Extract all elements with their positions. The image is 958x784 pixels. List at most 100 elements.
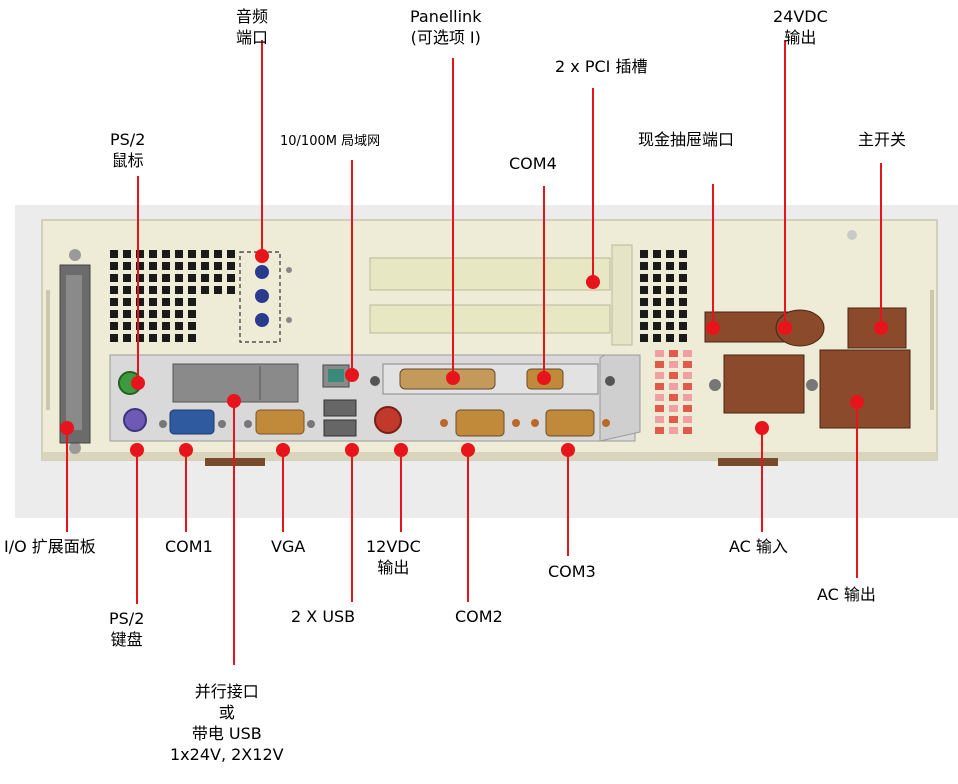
- vent-cell: [175, 250, 183, 258]
- com3-port: [546, 410, 594, 436]
- label-line: 带电 USB: [170, 723, 284, 744]
- label-usb: 2 X USB: [291, 606, 355, 627]
- vent-cell: [175, 262, 183, 270]
- vent-cell: [666, 298, 674, 306]
- callout-dot-pci: [586, 275, 600, 289]
- vent-cell: [640, 334, 648, 342]
- label-com2: COM2: [455, 606, 503, 627]
- audio-jack: [255, 265, 269, 279]
- vent-cell: [110, 274, 118, 282]
- label-line: COM3: [548, 561, 596, 582]
- chassis-bottom-edge: [42, 452, 937, 460]
- vent-cell: [653, 274, 661, 282]
- vent-cell: [123, 298, 131, 306]
- label-line: Panellink: [410, 6, 481, 27]
- label-lan: 10/100M 局域网: [280, 131, 380, 152]
- vent-cell: [669, 361, 678, 368]
- callout-dot-vga: [276, 443, 290, 457]
- vent-cell: [653, 322, 661, 330]
- vent-cell: [149, 286, 157, 294]
- callout-dot-ps2-mouse: [131, 376, 145, 390]
- vent-cell: [669, 405, 678, 412]
- usb-port: [324, 400, 356, 416]
- vent-cell: [149, 250, 157, 258]
- callout-dot-dc24: [778, 321, 792, 335]
- label-com4: COM4: [509, 153, 557, 174]
- vent-cell: [640, 262, 648, 270]
- vent-cell: [655, 427, 664, 434]
- vent-cell: [679, 286, 687, 294]
- screw: [286, 267, 292, 273]
- vent-cell: [175, 298, 183, 306]
- vent-cell: [188, 310, 196, 318]
- vent-cell: [110, 334, 118, 342]
- pci-slot: [370, 258, 610, 290]
- callout-dot-ps2-kb: [130, 443, 144, 457]
- vent-cell: [666, 334, 674, 342]
- vent-cell: [655, 405, 664, 412]
- vent-cell: [188, 262, 196, 270]
- vent-cell: [653, 250, 661, 258]
- vent-cell: [679, 322, 687, 330]
- vent-cell: [679, 334, 687, 342]
- vent-cell: [669, 416, 678, 423]
- label-line: 主开关: [858, 129, 906, 150]
- vent-cell: [214, 250, 222, 258]
- label-line: 音频: [236, 6, 268, 27]
- vent-cell: [227, 274, 235, 282]
- callout-dot-lan: [345, 368, 359, 382]
- vent-cell: [640, 250, 648, 258]
- vent-cell: [683, 350, 692, 357]
- label-line: I/O 扩展面板: [4, 536, 96, 557]
- callout-dot-com3: [561, 443, 575, 457]
- label-com1: COM1: [165, 536, 213, 557]
- label-line: COM1: [165, 536, 213, 557]
- vent-cell: [666, 322, 674, 330]
- callout-dot-com2: [461, 443, 475, 457]
- vent-cell: [162, 310, 170, 318]
- label-line: 24VDC: [773, 6, 828, 27]
- vent-cell: [188, 286, 196, 294]
- io-plate-edge: [600, 355, 640, 441]
- com1-port: [170, 410, 214, 434]
- vent-cell: [188, 334, 196, 342]
- vent-cell: [201, 262, 209, 270]
- vent-cell: [201, 286, 209, 294]
- pci-slot: [370, 305, 610, 333]
- label-pci: 2 x PCI 插槽: [555, 56, 647, 77]
- label-line: PS/2: [110, 129, 145, 150]
- callout-dot-audio: [255, 249, 269, 263]
- vent-cell: [655, 416, 664, 423]
- label-io-panel: I/O 扩展面板: [4, 536, 96, 557]
- callout-dot-ac-in: [755, 421, 769, 435]
- vent-cell: [683, 405, 692, 412]
- label-line: AC 输入: [729, 536, 788, 557]
- vent-cell: [175, 334, 183, 342]
- vent-cell: [188, 274, 196, 282]
- vent-cell: [227, 286, 235, 294]
- label-line: 并行接口: [170, 681, 284, 702]
- usb-port: [324, 420, 356, 436]
- screw: [307, 420, 315, 428]
- vent-cell: [669, 372, 678, 379]
- vent-cell: [162, 262, 170, 270]
- vent-cell: [653, 334, 661, 342]
- audio-jack: [255, 289, 269, 303]
- callout-dot-com1: [179, 443, 193, 457]
- vent-cell: [683, 383, 692, 390]
- vent-cell: [640, 286, 648, 294]
- screw: [244, 420, 252, 428]
- vent-cell: [653, 298, 661, 306]
- vent-cell: [175, 274, 183, 282]
- callout-dot-main-switch: [874, 321, 888, 335]
- vent-cell: [227, 250, 235, 258]
- label-line: 输出: [366, 557, 421, 578]
- dc12-port: [375, 407, 401, 433]
- vent-cell: [679, 298, 687, 306]
- vent-cell: [188, 322, 196, 330]
- label-line: 键盘: [109, 629, 144, 650]
- label-line: 2 X USB: [291, 606, 355, 627]
- vent-cell: [149, 262, 157, 270]
